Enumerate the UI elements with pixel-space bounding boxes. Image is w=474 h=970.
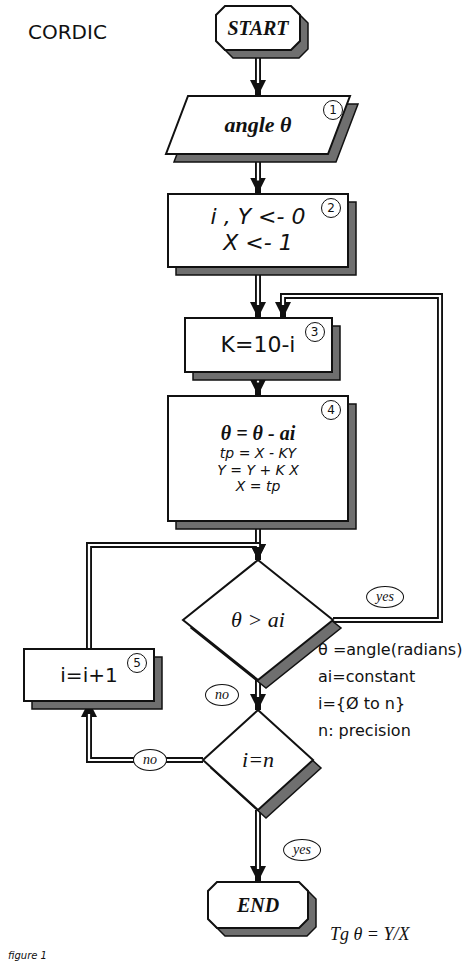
callout-number: 5 [127, 653, 147, 673]
edge-label: yes [366, 586, 404, 608]
callout-number: 2 [321, 198, 341, 218]
shape-face [203, 710, 313, 810]
flow-connector [258, 810, 259, 882]
node-text: θ > ai [231, 607, 285, 633]
flow-connector [258, 680, 259, 710]
node-text: START [227, 16, 288, 40]
terminal-box: END [208, 882, 308, 928]
shape-face [208, 882, 308, 928]
edge-label: no [205, 684, 239, 706]
edge-label: yes [283, 839, 321, 861]
node-text: i=i+1 [60, 663, 117, 687]
connector-inner [257, 810, 259, 869]
shape-face [168, 194, 348, 267]
node-text: K=10-i [221, 332, 296, 358]
node-text: Y = Y + K X [217, 462, 299, 479]
process-box: K=10-i 3 [185, 318, 332, 372]
note-text: ai=constant [318, 667, 415, 686]
shape-face [166, 96, 350, 154]
process-box: θ = θ - aitp = X - KYY = Y + K XX = tp 4 [168, 396, 348, 521]
process-box: i , Y <- 0X <- 1 2 [168, 194, 348, 267]
callout-number: 1 [323, 100, 343, 120]
terminal-box: START [216, 6, 300, 50]
edge-label: no [133, 749, 167, 771]
connector-line [255, 680, 261, 710]
diagram-title: CORDIC [28, 20, 107, 44]
callout-number: 3 [305, 322, 325, 342]
shape-face [183, 560, 333, 680]
node-text: θ = θ - ai [221, 421, 295, 445]
callout-number: 4 [321, 400, 341, 420]
decision-diamond: i=n [203, 710, 313, 810]
node-text: angle θ [224, 112, 291, 138]
shape-face [185, 318, 332, 372]
note-text: i={Ø to n} [318, 694, 405, 713]
note-text: θ =angle(radians) [318, 640, 462, 659]
shape-face [168, 396, 348, 521]
process-box: i=i+1 5 [24, 649, 154, 701]
note-text: Tg θ = Y/X [330, 924, 410, 945]
shape-face [24, 649, 154, 701]
node-text: i , Y <- 0 [211, 204, 306, 230]
node-text: X <- 1 [223, 230, 292, 256]
node-text: X = tp [236, 478, 281, 495]
note-text: n: precision [318, 721, 411, 740]
node-text: END [237, 893, 279, 917]
figure-caption: figure 1 [8, 950, 47, 961]
decision-diamond: θ > ai [183, 560, 333, 680]
node-text: tp = X - KY [220, 445, 296, 462]
shape-face [216, 6, 300, 50]
node-text: i=n [242, 747, 274, 773]
connector-line [255, 810, 261, 882]
input-parallelogram: angle θ 1 [166, 96, 350, 154]
